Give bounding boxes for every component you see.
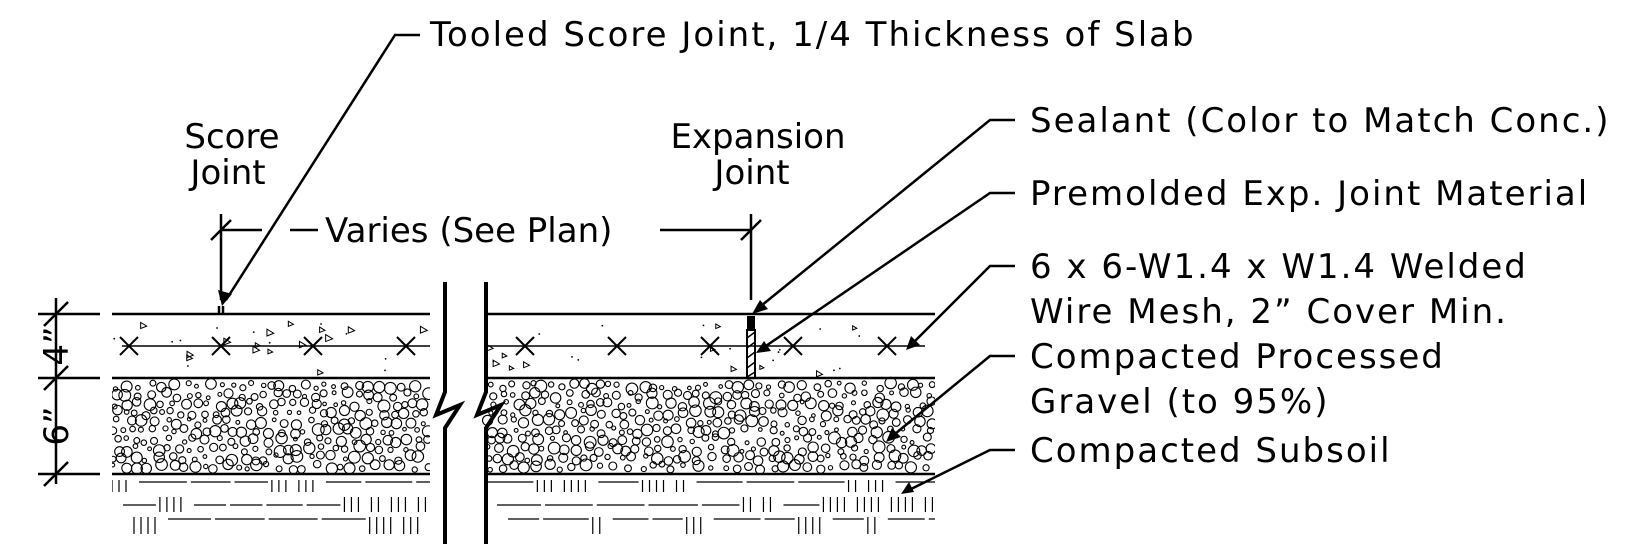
leader-lines	[218, 33, 1015, 494]
layer-lines	[112, 312, 935, 476]
mesh-wire-x	[515, 336, 535, 356]
mesh-wire-x	[700, 336, 720, 356]
vertical-dimension: 4” 6”	[37, 298, 100, 487]
score-joint-groove	[217, 306, 225, 314]
score-joint-title-2: Joint	[188, 153, 265, 193]
expansion-joint-title-2: Joint	[712, 153, 789, 193]
mesh-wire-x	[396, 336, 416, 356]
spacing-dimension: Varies (See Plan)	[210, 211, 762, 300]
section-right	[481, 323, 935, 534]
wire-mesh-label-2: Wire Mesh, 2” Cover Min.	[1030, 292, 1508, 332]
gravel-label-2: Gravel (to 95%)	[1030, 382, 1330, 422]
mesh-wire-x	[119, 336, 139, 356]
wire-mesh-marks	[119, 336, 897, 356]
expansion-joint-title-1: Expansion	[670, 117, 845, 157]
gravel-thickness-text: 6”	[37, 406, 77, 445]
slab-thickness-text: 4”	[37, 326, 77, 365]
section-left	[112, 320, 430, 534]
score-joint-title-1: Score	[184, 117, 279, 157]
gravel-label-1: Compacted Processed	[1030, 337, 1445, 377]
mesh-wire-x	[211, 336, 231, 356]
sealant-label: Sealant (Color to Match Conc.)	[1030, 101, 1611, 141]
expansion-joint	[746, 316, 756, 379]
subsoil-label: Compacted Subsoil	[1030, 431, 1392, 471]
mesh-wire-x	[877, 336, 897, 356]
premolded-joint-label: Premolded Exp. Joint Material	[1030, 174, 1589, 214]
wire-mesh-label-1: 6 x 6-W1.4 x W1.4 Welded	[1030, 247, 1528, 287]
mesh-wire-x	[303, 336, 323, 356]
mesh-wire-x	[783, 336, 803, 356]
break-lines	[432, 282, 507, 544]
mesh-wire-x	[607, 336, 627, 356]
spacing-dimension-text: Varies (See Plan)	[325, 211, 612, 251]
tooled-score-joint-label: Tooled Score Joint, 1/4 Thickness of Sla…	[429, 15, 1196, 55]
